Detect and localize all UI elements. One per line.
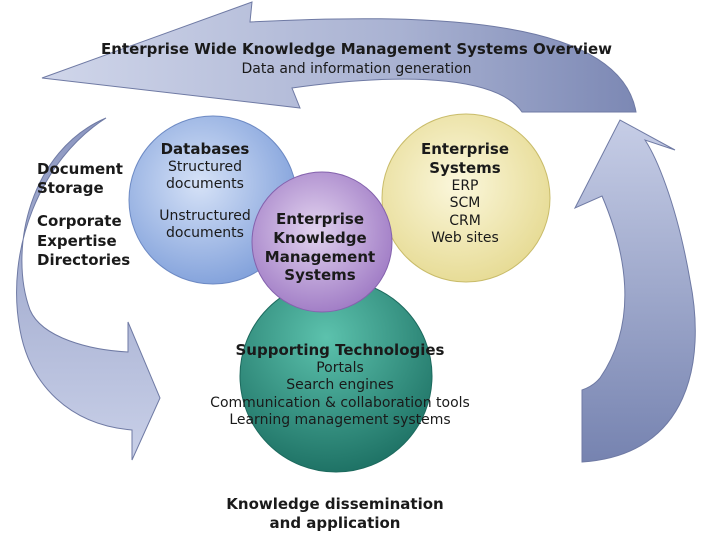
databases-line: Structured xyxy=(167,158,242,175)
left-label-line: Expertise xyxy=(37,231,117,250)
diagram-title: Enterprise Wide Knowledge Management Sys… xyxy=(100,40,613,58)
ekms-line: Knowledge xyxy=(273,228,367,247)
top-cycle-arrow xyxy=(41,1,637,113)
enterprise-systems-circle xyxy=(381,113,551,283)
bottom-caption-line: and application xyxy=(269,513,401,532)
enterprise-item: CRM xyxy=(449,212,481,229)
left-label-line: Directories xyxy=(37,250,131,269)
databases-text: Databases Structured documents Unstructu… xyxy=(140,140,270,243)
left-label-line: Document xyxy=(37,160,123,178)
supporting-item: Learning management systems xyxy=(229,412,451,429)
databases-line: Unstructured xyxy=(159,207,251,224)
bottom-caption-line: Knowledge dissemination xyxy=(226,495,444,513)
right-cycle-arrow xyxy=(573,119,696,463)
enterprise-heading: Enterprise xyxy=(420,140,510,158)
ekms-text: Enterprise Knowledge Management Systems xyxy=(250,210,390,285)
enterprise-heading: Systems xyxy=(429,158,501,177)
supporting-technologies-text: Supporting Technologies Portals Search e… xyxy=(190,341,490,430)
supporting-heading: Supporting Technologies xyxy=(235,341,445,359)
ekms-line: Management xyxy=(264,247,376,266)
enterprise-item: ERP xyxy=(451,177,479,194)
left-panel-labels: Document Storage Corporate Expertise Dir… xyxy=(37,160,130,270)
enterprise-item: Web sites xyxy=(431,230,499,246)
left-label-line: Storage xyxy=(37,179,104,198)
databases-heading: Databases xyxy=(160,140,250,158)
enterprise-systems-text: Enterprise Systems ERP SCM CRM Web sites xyxy=(390,140,540,248)
ekms-line: Enterprise xyxy=(275,210,365,228)
supporting-item: Portals xyxy=(316,359,364,376)
databases-line: documents xyxy=(166,225,244,242)
ekms-line: Systems xyxy=(284,266,356,285)
supporting-item: Search engines xyxy=(286,377,394,394)
ekms-circle xyxy=(251,171,393,313)
bottom-caption: Knowledge dissemination and application xyxy=(0,495,670,533)
enterprise-item: SCM xyxy=(449,195,481,211)
databases-line: documents xyxy=(166,176,244,193)
supporting-item: Communication & collaboration tools xyxy=(210,394,470,411)
left-label-line: Corporate xyxy=(37,212,122,231)
left-cycle-arrow xyxy=(16,117,161,461)
diagram-subtitle: Data and information generation xyxy=(241,61,472,77)
